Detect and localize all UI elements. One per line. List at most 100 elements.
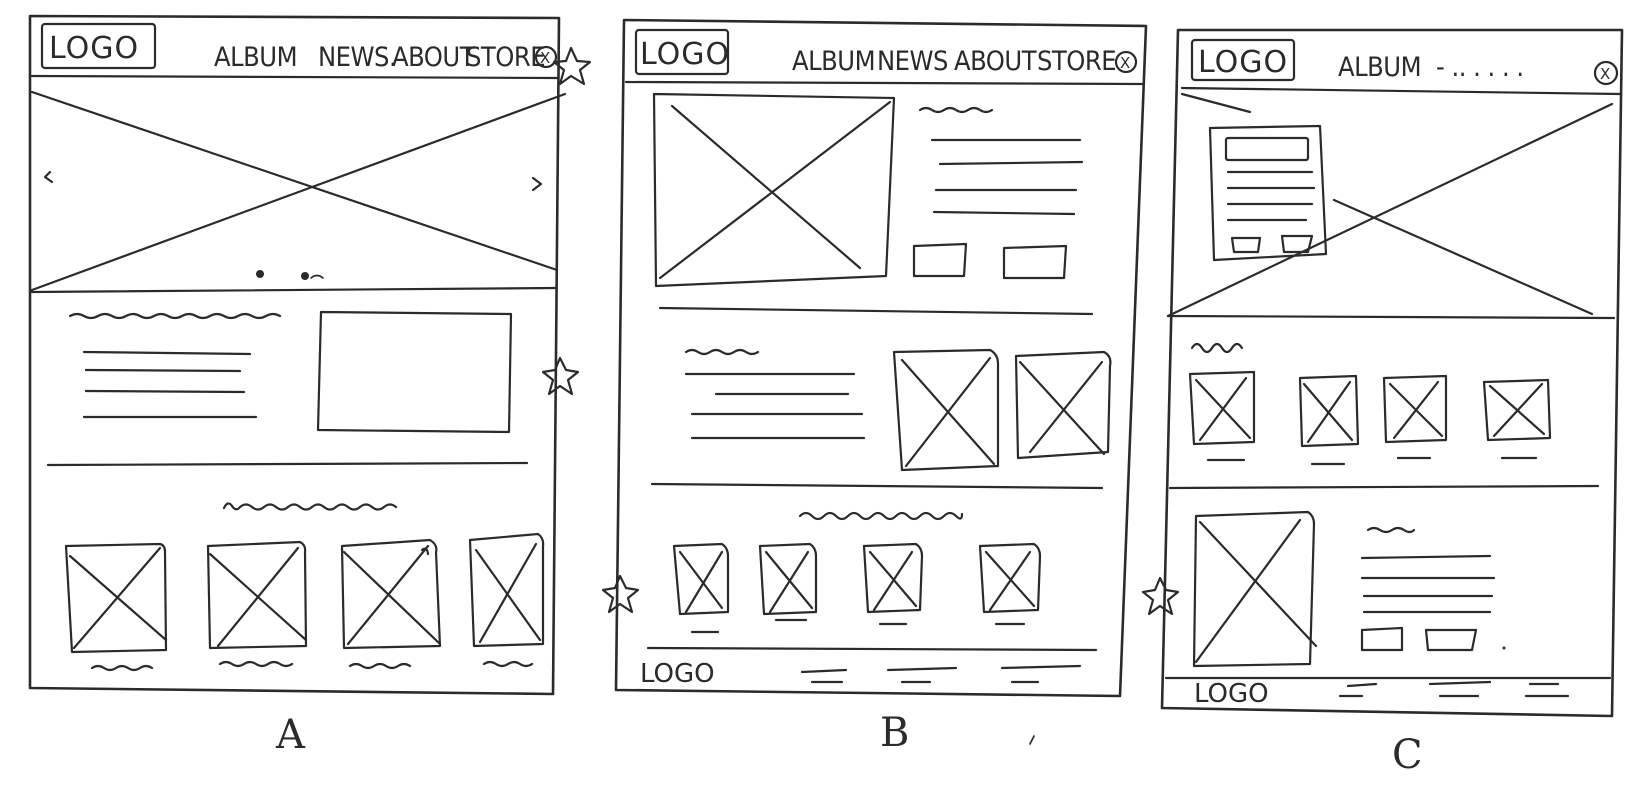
svg-text:X: X (1120, 54, 1130, 72)
nav-item-about-a: ABOUT (392, 42, 475, 73)
wireframe-c: LOGO ALBUM - .. . . . . X (1141, 28, 1624, 778)
footer-link (1000, 664, 1082, 670)
heading-squiggle-b (798, 511, 964, 521)
button-placeholder (912, 242, 968, 278)
carousel-dot (256, 270, 264, 278)
close-circle-icon: X (534, 45, 558, 69)
carousel-dot (301, 272, 309, 280)
album-card (862, 542, 924, 626)
album-card (1188, 370, 1256, 462)
header-divider-b (624, 80, 1144, 86)
svg-text:X: X (540, 49, 550, 67)
close-circle-icon: X (1114, 50, 1138, 74)
album-card (340, 538, 442, 670)
star-icon (1141, 576, 1180, 616)
section-divider-a (30, 286, 558, 294)
logo-a: LOGO (49, 31, 139, 66)
nav-item-store-a: STORE (466, 42, 545, 73)
text-line (932, 210, 1076, 216)
album-grid-b (646, 511, 1098, 652)
footer-link (886, 666, 958, 672)
hero-c (1166, 92, 1616, 320)
nav-item-store-b: STORE (1037, 46, 1116, 77)
album-card (1482, 378, 1552, 460)
section-divider-a (46, 461, 529, 467)
album-card (206, 540, 308, 668)
section-divider-b (650, 482, 1104, 490)
button-placeholder (1424, 628, 1478, 652)
carousel-prev-icon (43, 170, 54, 184)
svg-text:X: X (1600, 65, 1610, 83)
card-title-box (1224, 136, 1310, 162)
wireframe-b: LOGO ALBUM NEWS ABOUT STORE X (601, 18, 1148, 756)
nav-item-album-c: ALBUM (1338, 52, 1421, 83)
footer-link (1346, 682, 1378, 688)
footer-link (1428, 680, 1492, 686)
button-placeholder (1230, 236, 1262, 254)
header-b: LOGO ALBUM NEWS ABOUT STORE X (624, 28, 1144, 86)
star-icon (541, 356, 580, 396)
album-grid-a (64, 502, 545, 672)
footer-c: LOGO (1194, 679, 1570, 709)
hero-image-placeholder-c (1180, 92, 1252, 114)
album-card (1298, 374, 1360, 466)
logo-c: LOGO (1198, 45, 1288, 80)
nav-more-c: - .. . . . . (1436, 52, 1524, 83)
nav-item-news-a: NEWS. (318, 42, 396, 73)
header-c: LOGO ALBUM - .. . . . . X (1180, 38, 1622, 96)
hero-image-placeholder-b (652, 92, 896, 288)
section-divider-b (658, 306, 1094, 316)
text-line (938, 160, 1084, 166)
carousel-next-icon (531, 176, 543, 192)
nav-item-album-b: ALBUM (792, 46, 875, 77)
hero-carousel-a (30, 90, 567, 294)
footer-logo-c: LOGO (1194, 679, 1269, 709)
footer-divider-b (646, 646, 1098, 652)
logo-box-b (634, 28, 730, 76)
album-card (64, 542, 168, 672)
star-icon (552, 46, 592, 86)
variant-letter-a: A (275, 712, 306, 758)
section-divider-c (1166, 314, 1616, 320)
heading-squiggle-c (1366, 526, 1416, 534)
heading-squiggle-c (1190, 342, 1244, 354)
album-card (1382, 374, 1448, 460)
header-divider-c (1180, 86, 1622, 96)
text-line (84, 368, 242, 373)
heading-squiggle-b (918, 106, 994, 114)
image-placeholder-b (892, 348, 1000, 472)
button-placeholder (1280, 234, 1314, 254)
heading-squiggle-b (684, 348, 760, 356)
hero-product-b (652, 92, 1094, 316)
stray-mark (1029, 735, 1035, 745)
text-line (82, 350, 252, 356)
album-card (468, 532, 545, 668)
heading-squiggle-a (222, 502, 398, 511)
frame-b (614, 18, 1148, 698)
text-line (84, 389, 246, 394)
text-line (1360, 554, 1492, 560)
hero-image-placeholder-a (30, 90, 559, 272)
frame-c (1160, 28, 1624, 718)
image-placeholder-a (316, 310, 513, 434)
image-placeholder-b (1014, 350, 1112, 460)
button-placeholder (1002, 244, 1068, 280)
footer-b: LOGO (640, 659, 1082, 689)
logo-box-c (1190, 38, 1296, 82)
heading-squiggle-a (68, 312, 282, 320)
nav-item-news-b: NEWS (877, 46, 948, 77)
album-card (758, 542, 818, 622)
star-icon (601, 574, 640, 614)
logo-b: LOGO (640, 37, 730, 72)
logo-box-a (40, 22, 157, 70)
button-placeholder (1360, 626, 1404, 652)
feature-section-c (1164, 510, 1612, 680)
footer-link (800, 668, 848, 674)
nav-item-about-b: ABOUT (954, 46, 1037, 77)
variant-letter-c: C (1392, 732, 1423, 778)
header-a: LOGO ALBUM NEWS. ABOUT STORE X (30, 22, 559, 80)
nav-item-album-a: ALBUM (214, 42, 297, 73)
album-grid-c (1168, 342, 1600, 490)
image-placeholder-c (1192, 510, 1316, 668)
